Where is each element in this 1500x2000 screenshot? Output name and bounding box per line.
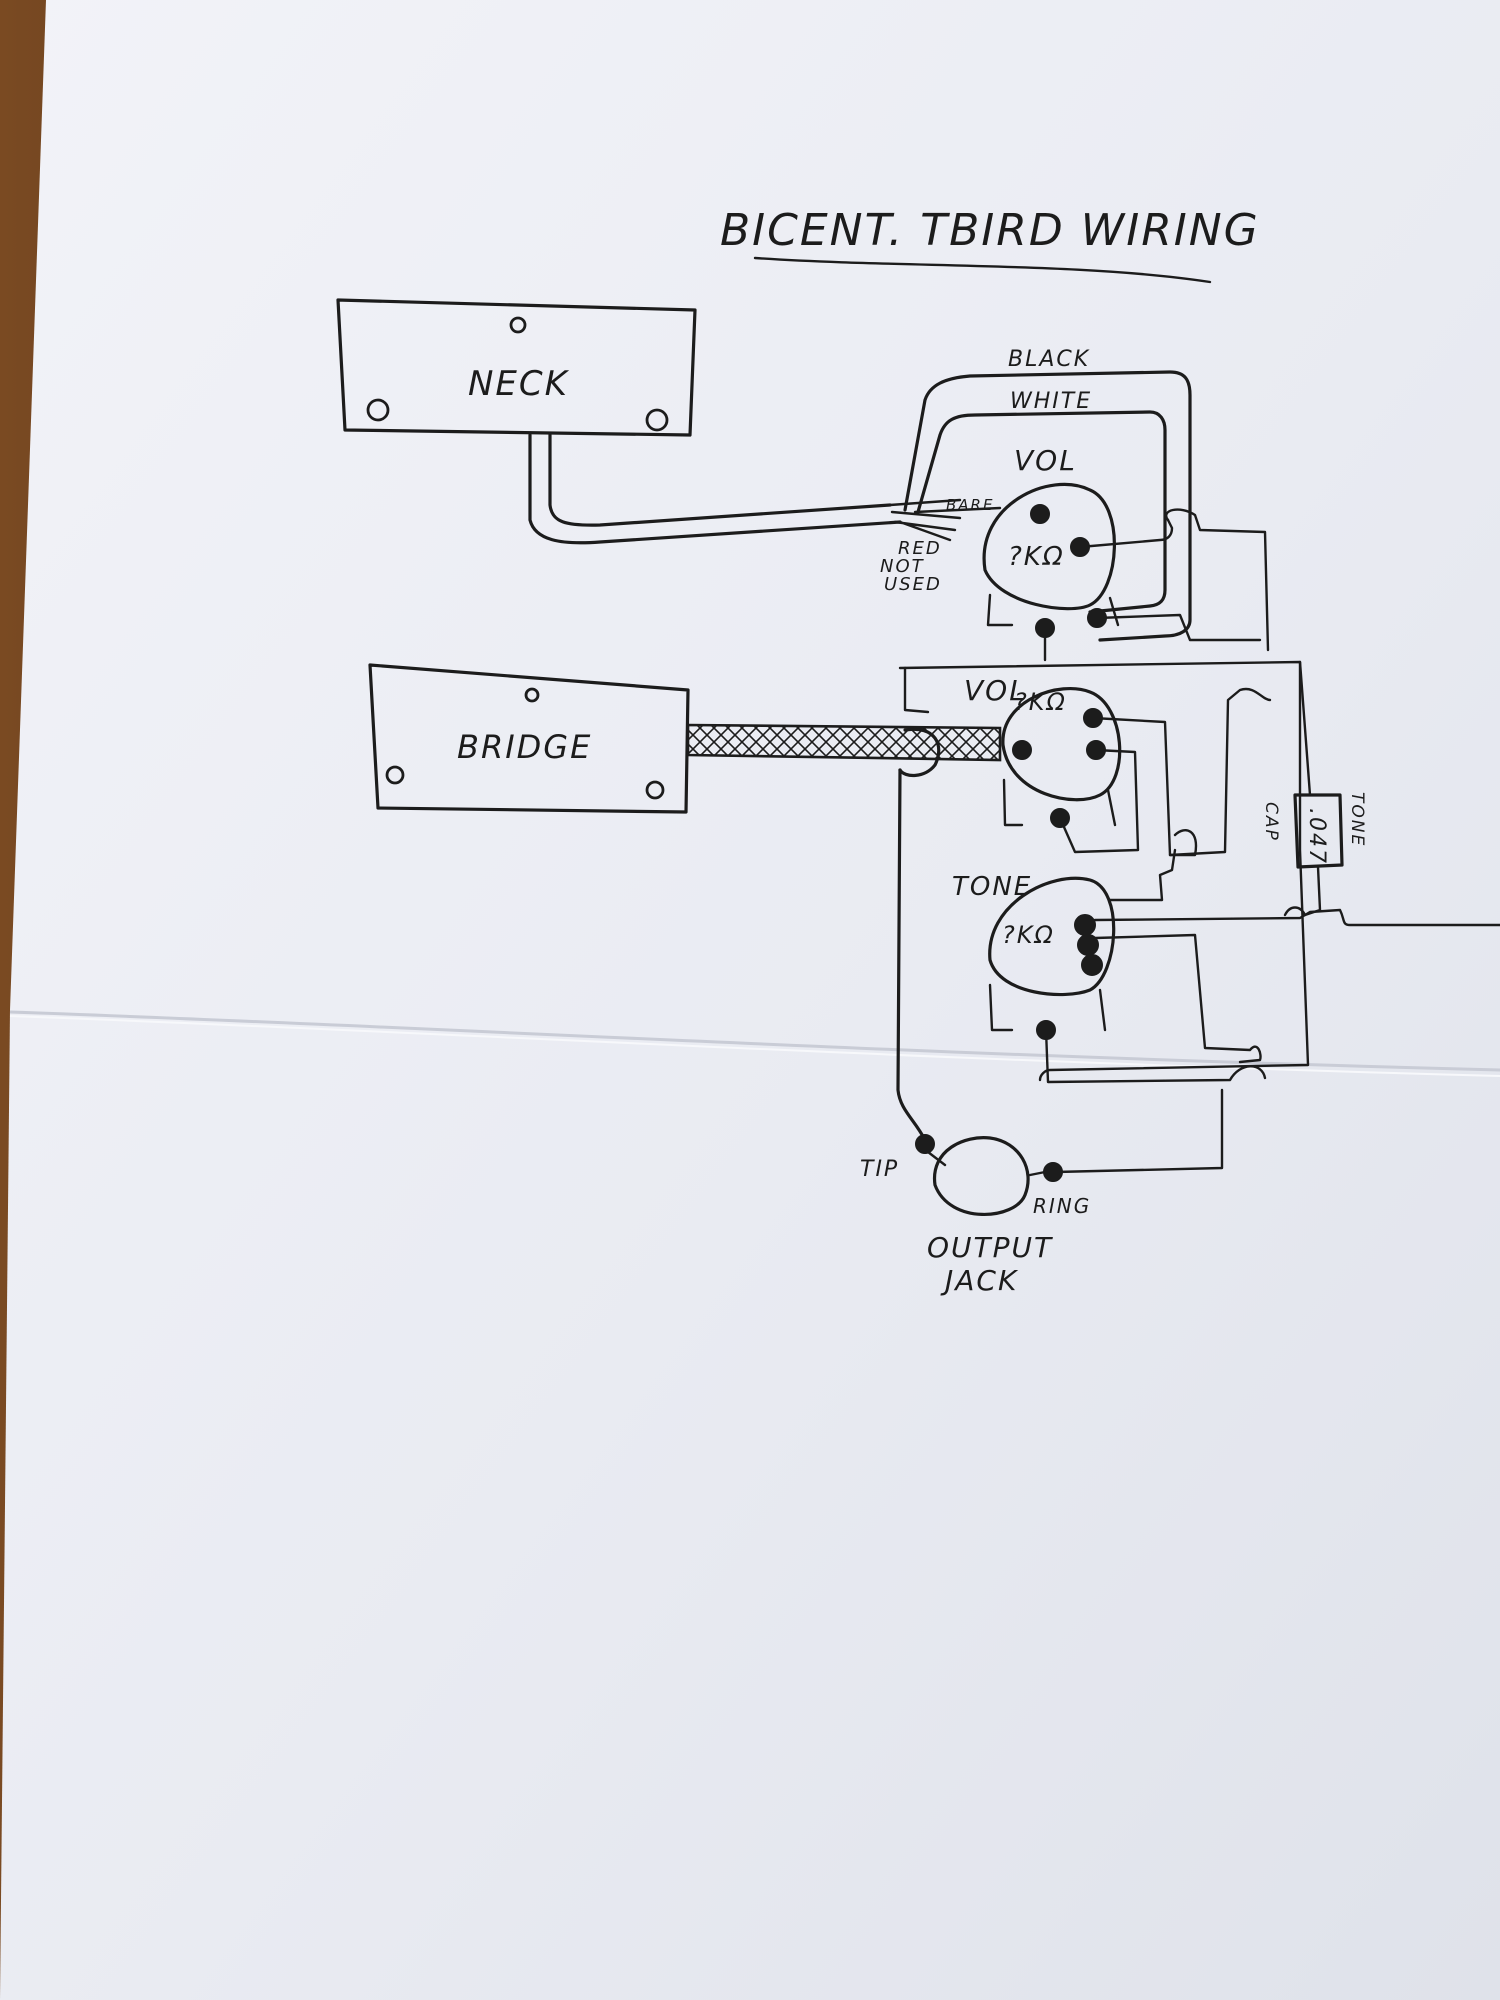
- bridge-mount-hole: [524, 687, 540, 703]
- neck-mount-hole: [366, 398, 390, 422]
- neck-volume-wire: [1078, 518, 1174, 549]
- signal-wire-to-tip: [896, 768, 927, 1142]
- tone-ground-wire: [1044, 1028, 1267, 1084]
- title-underline: [753, 256, 1212, 284]
- tone-value: ?KΩ: [1002, 921, 1055, 949]
- tone-capacitor: .047 TONE CAP: [1261, 792, 1367, 869]
- tone-pot: TONE ?KΩ: [952, 872, 1116, 1040]
- bridge-shield-wire: [898, 727, 941, 777]
- neck-volume-wire: [1095, 613, 1262, 642]
- tone-capacitor-label: TONE: [1347, 792, 1367, 847]
- bridge-volume-pot: VOL ?KΩ: [964, 674, 1122, 828]
- bridge-mount-hole: [385, 765, 405, 785]
- fold-crease: [9, 1010, 1500, 1072]
- neck-volume-pot-body: [982, 482, 1116, 611]
- bridge-mount-hole: [645, 780, 665, 800]
- neck-volume-lug: [1030, 504, 1050, 524]
- bridge-volume-wire: [1058, 748, 1140, 854]
- tone-label: TONE: [952, 872, 1032, 902]
- black-wire-label: BLACK: [1008, 347, 1090, 372]
- jack-tip-lug: [915, 1134, 935, 1154]
- white-wire: [916, 410, 1167, 614]
- tone-wire: [1108, 848, 1177, 902]
- tone-capacitor-value: .047: [1304, 808, 1329, 865]
- jack-ring-label: RING: [1033, 1194, 1091, 1218]
- neck-label: NECK: [468, 364, 570, 404]
- output-jack-label: JACK: [940, 1264, 1019, 1297]
- tone-capacitor-label: CAP: [1261, 802, 1281, 842]
- neck-mount-hole: [645, 408, 669, 432]
- jack-ring-lug: [1043, 1162, 1063, 1182]
- bridge-pickup-body: [368, 663, 690, 814]
- neck-pickup: NECK: [336, 298, 697, 437]
- ground-wire-to-ring: [1053, 1088, 1224, 1174]
- output-jack-label: OUTPUT: [927, 1231, 1053, 1264]
- output-jack: TIP RING OUTPUT JACK: [860, 1134, 1091, 1297]
- neck-volume-pot-legs: [986, 593, 1120, 627]
- neck-cable-inner: [548, 433, 892, 527]
- ground-wire: [898, 660, 1310, 1082]
- red-wire-label: NOT: [880, 556, 925, 577]
- neck-volume-value: ?KΩ: [1008, 542, 1065, 572]
- neck-mount-hole: [509, 316, 527, 334]
- tone-wire: [1093, 933, 1262, 1064]
- neck-volume-label: VOL: [1014, 444, 1077, 477]
- tone-pot-body: [988, 876, 1116, 997]
- tone-output-wire: [1093, 908, 1500, 927]
- bridge-shielded-cable: [686, 723, 1002, 762]
- red-wire-label: USED: [884, 574, 942, 595]
- tone-capacitor-lead: [1298, 660, 1312, 797]
- bridge-volume-label: VOL: [964, 674, 1027, 707]
- bridge-volume-value: ?KΩ: [1014, 688, 1067, 716]
- bridge-volume-pot-body: [1001, 687, 1122, 802]
- neck-pickup-body: [336, 298, 697, 437]
- output-jack-body: [933, 1136, 1030, 1216]
- bridge-volume-wire: [1168, 687, 1272, 857]
- neck-lead-ends: [888, 498, 962, 542]
- red-wire-label: RED: [898, 538, 942, 559]
- black-wire: [903, 370, 1192, 642]
- tone-pot-legs: [988, 983, 1107, 1032]
- bare-wire: [913, 506, 1002, 514]
- diagram-title: BICENT. TBIRD WIRING: [720, 205, 1260, 256]
- neck-volume-pot: VOL ?KΩ: [982, 444, 1120, 638]
- bridge-volume-lug: [1012, 740, 1032, 760]
- bridge-pickup: BRIDGE: [368, 663, 690, 814]
- bridge-label: BRIDGE: [457, 728, 592, 766]
- tone-lug: [1081, 954, 1103, 976]
- bridge-volume-pot-legs: [1002, 778, 1117, 827]
- jack-lug-leads: [926, 1150, 1047, 1177]
- neck-cable-outer: [528, 433, 902, 545]
- neck-volume-output-wire: [1165, 508, 1270, 652]
- white-wire-label: WHITE: [1010, 389, 1092, 414]
- tone-lug: [1074, 914, 1096, 936]
- ground-wire: [903, 666, 930, 714]
- tone-capacitor-body: [1293, 793, 1344, 869]
- fold-highlight: [9, 1015, 1500, 1077]
- jack-tip-label: TIP: [860, 1157, 899, 1182]
